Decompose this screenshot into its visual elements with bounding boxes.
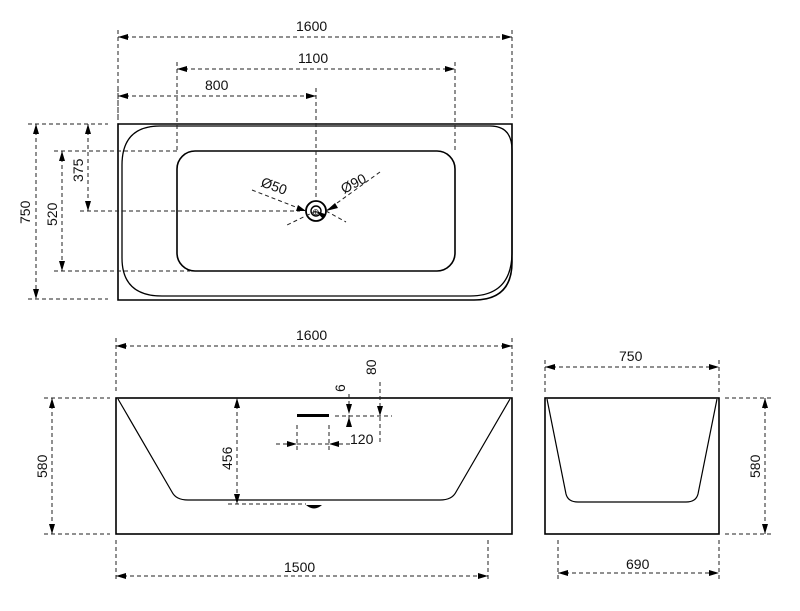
side-inner-profile <box>546 398 718 503</box>
dim-520-label: 520 <box>44 202 60 226</box>
tub-rim-line <box>121 125 513 297</box>
dim-456-label: 456 <box>219 446 235 470</box>
dim-375-label: 375 <box>70 158 86 182</box>
dim-1100-label: 1100 <box>298 50 328 66</box>
dim-1600-front-label: 1600 <box>296 327 327 343</box>
dim-800-label: 800 <box>205 77 229 93</box>
side-view: 750 690 580 <box>544 348 772 580</box>
dim-690-label: 690 <box>626 556 650 572</box>
drain-center-mark: ⊕ <box>312 207 320 217</box>
side-outline-box <box>544 397 720 535</box>
dia50-label: Ø50 <box>259 174 290 198</box>
dim-580-side-label: 580 <box>747 454 763 478</box>
dia90-label: Ø90 <box>338 170 369 197</box>
front-view: 1600 1500 580 456 120 80 <box>34 327 513 582</box>
dim-580-front-label: 580 <box>34 454 50 478</box>
dim-80-label: 80 <box>363 359 379 375</box>
overflow-bar <box>297 414 329 417</box>
dim-1500-label: 1500 <box>284 559 315 575</box>
front-inner-profile <box>117 398 511 501</box>
dim-120-label: 120 <box>350 431 374 447</box>
dim-6-label: 6 <box>332 384 348 392</box>
dim-1600-label: 1600 <box>296 18 327 34</box>
leader-dia50 <box>251 189 307 212</box>
front-outline-box <box>115 397 513 535</box>
front-drain <box>306 505 322 509</box>
dim-750-side-label: 750 <box>619 348 643 364</box>
dim-750-top-label: 750 <box>17 200 33 224</box>
top-view: ⊕ 1600 1100 800 750 520 <box>17 18 513 301</box>
